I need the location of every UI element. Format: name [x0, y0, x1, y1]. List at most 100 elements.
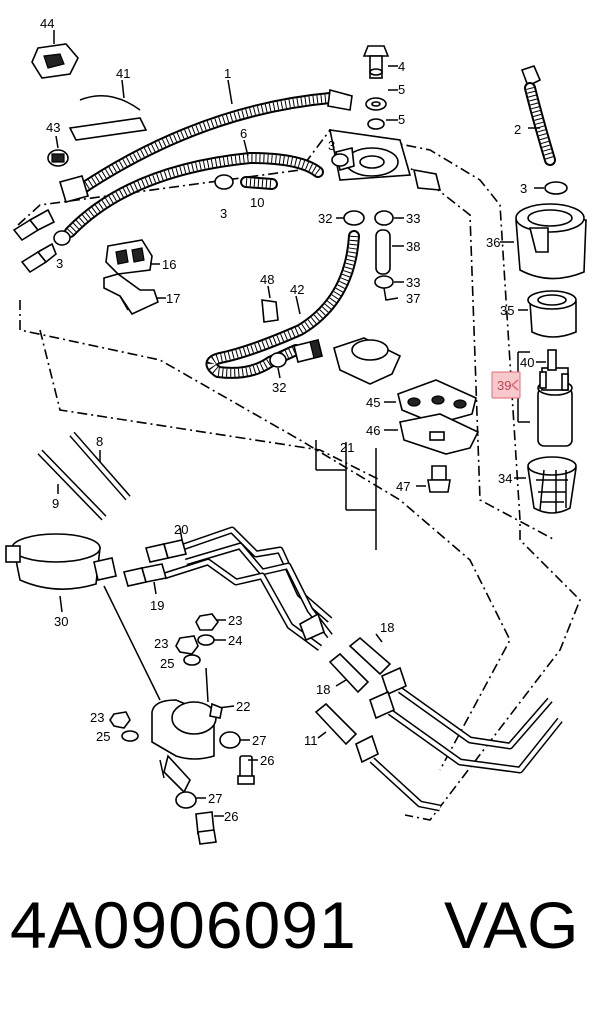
part-33-clamp-upper	[374, 210, 394, 226]
label-45: 45	[366, 395, 380, 410]
label-4: 4	[398, 59, 405, 74]
part-20-union	[144, 539, 188, 563]
part-number: 4A0906091	[10, 888, 357, 962]
part-45-rubber-damper	[397, 379, 477, 425]
label-1: 1	[224, 66, 231, 81]
part-24-washer	[197, 634, 215, 646]
part-17-bracket	[103, 273, 159, 316]
part-46-mounting-bracket	[399, 413, 480, 455]
part-48-clip	[261, 299, 279, 323]
label-32-lower: 32	[272, 380, 286, 395]
part-43-clamp	[47, 149, 69, 167]
label-24: 24	[228, 633, 242, 648]
label-8: 8	[96, 434, 103, 449]
label-34: 34	[498, 471, 512, 486]
filter-bracket-clamp	[151, 699, 217, 794]
label-23-mid: 23	[154, 636, 168, 651]
part-3-clamp-a	[214, 174, 234, 190]
part-3-clamp-c	[331, 153, 349, 167]
part-22-bolt	[209, 702, 223, 719]
label-5-lower: 5	[398, 112, 405, 127]
left-pipe-union-lower	[20, 242, 57, 274]
part-36-pump-housing	[515, 203, 587, 280]
label-47: 47	[396, 479, 410, 494]
label-11: 11	[304, 733, 318, 748]
part-37-pipe	[383, 287, 399, 301]
fuel-system-exploded-diagram: 44 41 1 43 4 5 5 6 3 3 10 3 16 17 32 33 …	[5, 16, 587, 845]
label-38: 38	[406, 239, 420, 254]
part-18-hose-lower	[328, 652, 370, 694]
part-labels: 44 41 1 43 4 5 5 6 3 3 10 3 16 17 32 33 …	[40, 16, 534, 824]
label-33-lower: 33	[406, 275, 420, 290]
part-19-union	[122, 563, 168, 587]
label-6: 6	[240, 126, 247, 141]
label-25-left: 25	[96, 729, 110, 744]
label-40: 40	[520, 355, 534, 370]
label-19: 19	[150, 598, 164, 613]
part-26-bolt-upper	[237, 755, 255, 785]
label-48: 48	[260, 272, 274, 287]
label-30: 30	[54, 614, 68, 629]
label-10: 10	[250, 195, 264, 210]
label-32-upper: 32	[318, 211, 332, 226]
label-22: 22	[236, 699, 250, 714]
part-26-bolt-lower	[195, 811, 217, 845]
part-30-fuel-filter	[5, 533, 117, 590]
label-3-hose: 3	[220, 206, 227, 221]
part-41-hose-clamp	[68, 95, 148, 141]
part-38-hose	[375, 229, 391, 275]
label-44: 44	[40, 16, 54, 31]
part-5-washer-lower	[367, 118, 385, 130]
label-3-right: 3	[520, 181, 527, 196]
label-27-upper: 27	[252, 733, 266, 748]
part-16-clip	[105, 239, 153, 275]
label-36: 36	[486, 235, 500, 250]
label-2: 2	[514, 122, 521, 137]
label-46: 46	[366, 423, 380, 438]
label-33-upper: 33	[406, 211, 420, 226]
part-5-washer-upper	[365, 97, 387, 111]
part-2-hose-pipe	[520, 65, 556, 166]
label-3-sender: 3	[328, 138, 335, 153]
label-21: 21	[340, 440, 354, 455]
part-35-seal	[527, 290, 577, 338]
part-23-nut-mid	[175, 635, 199, 655]
part-3-clamp-b	[53, 230, 71, 246]
label-23-left: 23	[90, 710, 104, 725]
pump-bracket	[333, 337, 402, 385]
part-23-nut-top	[195, 613, 219, 631]
label-42: 42	[290, 282, 304, 297]
part-21-fuel-lines	[162, 526, 563, 812]
part-18-hose-upper	[348, 636, 392, 676]
label-27-lower: 27	[208, 791, 222, 806]
label-20: 20	[174, 522, 188, 537]
highlight-box-39	[491, 371, 521, 399]
label-37: 37	[406, 291, 420, 306]
label-5-upper: 5	[398, 82, 405, 97]
part-32-clamp-upper	[343, 210, 365, 226]
label-23-top: 23	[228, 613, 242, 628]
part-1-fuel-hose	[58, 88, 353, 203]
label-35: 35	[500, 303, 514, 318]
fuel-return-valve	[293, 339, 323, 363]
part-44-clip	[31, 43, 79, 79]
label-16: 16	[162, 257, 176, 272]
part-33-clamp-lower	[374, 275, 394, 289]
left-pipe-union-upper	[12, 208, 56, 242]
part-32-clamp-lower	[269, 352, 287, 368]
part-8-rod	[69, 431, 131, 501]
label-17: 17	[166, 291, 180, 306]
label-9: 9	[52, 496, 59, 511]
part-9-rod	[37, 449, 107, 521]
part-27-spacer-upper	[219, 731, 241, 749]
part-4-banjo-bolt	[362, 45, 390, 79]
label-18-upper: 18	[380, 620, 394, 635]
label-41: 41	[116, 66, 130, 81]
part-25-washer-top	[183, 654, 201, 666]
label-43: 43	[46, 120, 60, 135]
label-25-top: 25	[160, 656, 174, 671]
part-42-return-hose	[205, 230, 360, 379]
label-39: 39	[497, 378, 511, 393]
tank-sender-unit	[328, 129, 442, 191]
part-3-clamp-d	[544, 181, 568, 195]
